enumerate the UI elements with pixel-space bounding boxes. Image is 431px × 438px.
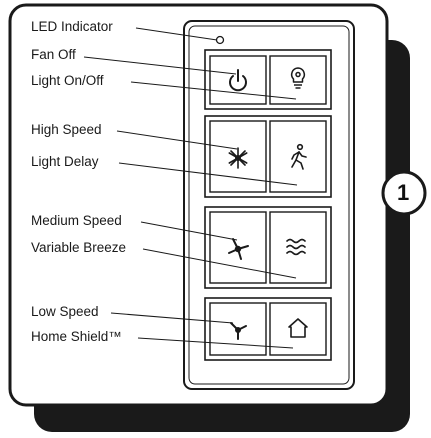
walking-person-icon — [291, 143, 307, 170]
button-group-3 — [204, 206, 332, 289]
leader-medium-speed — [140, 221, 238, 241]
home-shield-button[interactable] — [269, 302, 327, 356]
leader-light — [130, 81, 297, 100]
house-icon — [288, 318, 308, 338]
medium-speed-label: Medium Speed — [31, 213, 122, 228]
light-on-off-label: Light On/Off — [31, 73, 104, 88]
leader-lines — [83, 27, 298, 349]
medium-speed-fan-icon — [228, 238, 249, 260]
button-group-1 — [204, 49, 332, 110]
low-speed-fan-icon — [230, 322, 247, 340]
power-icon — [229, 69, 247, 92]
led-indicator-dot — [215, 35, 225, 45]
leader-led — [135, 27, 218, 41]
home-shield-label: Home Shield™ — [31, 329, 122, 344]
leader-high-speed — [116, 130, 238, 150]
button-group-4 — [204, 297, 332, 361]
leader-fan-off — [83, 56, 237, 75]
high-speed-fan-icon — [228, 147, 248, 169]
leader-low-speed — [110, 312, 234, 324]
step-badge — [381, 170, 427, 216]
leader-variable-breeze — [142, 248, 297, 279]
light-delay-label: Light Delay — [31, 154, 99, 169]
variable-breeze-label: Variable Breeze — [31, 240, 127, 255]
leader-home-shield — [137, 337, 294, 349]
fan-off-label: Fan Off — [31, 47, 76, 62]
light-bulb-icon — [290, 67, 306, 89]
breeze-waves-icon — [286, 238, 306, 256]
light-on-off-button[interactable] — [269, 55, 327, 105]
button-group-2 — [204, 115, 332, 198]
low-speed-label: Low Speed — [31, 304, 99, 319]
step-badge-number: 1 — [397, 180, 410, 205]
remote-body — [183, 20, 355, 390]
high-speed-label: High Speed — [31, 122, 102, 137]
led-indicator-label: LED Indicator — [31, 19, 113, 34]
leader-light-delay — [118, 162, 298, 186]
